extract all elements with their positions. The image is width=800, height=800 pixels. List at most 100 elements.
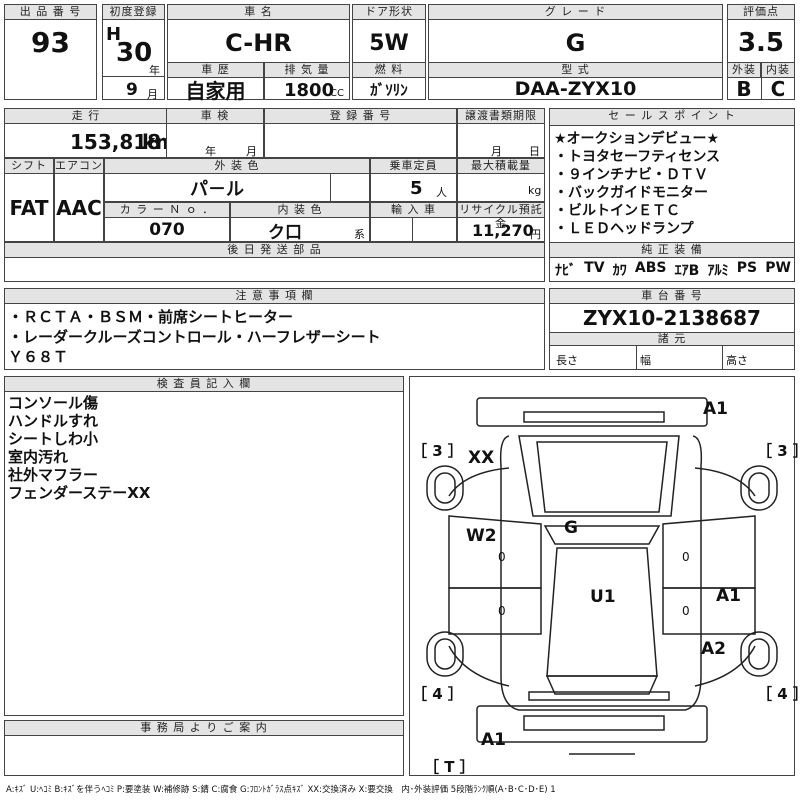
equipment-item: ABS xyxy=(634,260,667,276)
sales-point-item: ・９インチナビ・ＤＴＶ xyxy=(554,167,708,183)
sales-points-list: ★オークションデビュー★ ・トヨタセーフティセンス ・９インチナビ・ＤＴＶ ・バ… xyxy=(554,130,720,238)
roof xyxy=(546,547,658,677)
max-load-unit: kg xyxy=(528,184,542,197)
recycle-value: 11,270 xyxy=(472,221,534,240)
front-bumper xyxy=(476,397,708,427)
color-no-label: カ ラ ー Ｎ ｏ ． xyxy=(104,202,230,218)
inspector-notes: コンソール傷 ハンドルすれ シートしわ小 室内汚れ 社外マフラー フェンダーステ… xyxy=(8,394,150,502)
int-color-unit: 系 xyxy=(354,228,365,241)
ext-color-label: 外 装 色 xyxy=(104,158,370,174)
fuel-label: 燃 料 xyxy=(352,62,426,78)
plate-label: 登 録 番 号 xyxy=(264,108,457,124)
car-name-label: 車 名 xyxy=(167,4,350,20)
fuel-value: ｶﾞｿﾘﾝ xyxy=(370,80,408,99)
door-type: 5W xyxy=(369,30,409,56)
grade-value: G xyxy=(565,29,586,57)
score-ext: B xyxy=(736,77,752,101)
score-int: C xyxy=(770,77,786,101)
chassis-number: ZYX10-2138687 xyxy=(583,306,761,330)
mileage-label: 走 行 xyxy=(4,108,168,124)
first-reg-era: H xyxy=(106,24,122,45)
inspector-line: 社外マフラー xyxy=(8,466,99,484)
spec-length-label: 長さ xyxy=(556,354,578,367)
inspector-panel xyxy=(4,376,404,716)
score-ext-label: 外装 xyxy=(727,62,761,78)
tire-fl: ［ 3 ］ xyxy=(412,442,463,460)
inspector-label: 検 査 員 記 入 欄 xyxy=(4,376,404,392)
displacement-label: 排 気 量 xyxy=(264,62,350,78)
legend-text: A:ｷｽﾞ U:ﾍｺﾐ B:ｷｽﾞを伴うﾍｺﾐ P:要塗装 W:補修跡 S:錆 … xyxy=(6,785,556,795)
mark-xx: XX xyxy=(468,448,495,468)
notes-line: ・ＲＣＴＡ・ＢＳＭ・前席シートヒーター xyxy=(8,308,294,326)
door-label: ドア形状 xyxy=(352,4,426,20)
windshield xyxy=(543,525,661,545)
tire-rl: ［ 4 ］ xyxy=(412,685,463,703)
rear-window xyxy=(545,675,659,695)
model-label: 型 式 xyxy=(428,62,723,78)
displacement-value: 1800 xyxy=(284,80,335,101)
score-value: 3.5 xyxy=(737,28,785,58)
history-label: 車 歴 xyxy=(167,62,264,78)
capacity-unit: 人 xyxy=(436,186,447,199)
first-reg-cell xyxy=(102,4,165,100)
mark-w2: W2 xyxy=(466,526,497,546)
mark-a1-front: A1 xyxy=(703,399,728,419)
car-name: C-HR xyxy=(225,29,292,57)
mark-a1-rear: A1 xyxy=(481,730,506,750)
hood xyxy=(518,435,680,517)
equipment-item: ｱﾙﾐ xyxy=(707,263,729,279)
mark-u1: U1 xyxy=(590,587,616,607)
sales-point-item: ★オークションデビュー★ xyxy=(554,131,720,147)
equipment-item: PW xyxy=(765,260,791,276)
inspection-year-unit: 年 xyxy=(205,145,216,158)
ext-color-value: パ－ル xyxy=(190,179,244,200)
mark-a2: A2 xyxy=(701,639,726,659)
sales-point-item: ・ＬＥＤヘッドランプ xyxy=(554,221,694,237)
door-zero-right-rear: 0 xyxy=(682,604,690,618)
capacity-label: 乗車定員 xyxy=(370,158,457,174)
color-no-value: 070 xyxy=(149,220,185,240)
max-load-label: 最大積載量 xyxy=(457,158,545,174)
aircon-label: エアコン xyxy=(54,158,104,174)
lot-label: 出 品 番 号 xyxy=(4,4,97,20)
history-value: 自家用 xyxy=(185,78,246,103)
equipment-item: ｴｱB xyxy=(674,263,700,279)
equipment-item: ﾅﾋﾞ xyxy=(555,263,576,279)
mileage-value: 153,818 xyxy=(70,130,162,154)
front-left-wheel xyxy=(426,465,464,511)
inspection-label: 車 検 xyxy=(166,108,264,124)
lot-number: 93 xyxy=(31,25,70,59)
first-reg-year: 30 xyxy=(116,38,153,68)
later-parts-label: 後 日 発 送 部 品 xyxy=(4,242,545,258)
tire-spare: ［ T ］ xyxy=(424,758,475,776)
car-diagram xyxy=(426,397,778,755)
transfer-label: 譲渡書類期限 xyxy=(457,108,545,124)
rear-right-wheel xyxy=(740,631,778,677)
transfer-day-unit: 日 xyxy=(529,145,540,158)
inspector-line: ハンドルすれ xyxy=(8,412,99,430)
notes-line: ・レーダークルーズコントロール・ハーフレザーシート xyxy=(8,328,381,346)
rear-left-door xyxy=(448,587,542,635)
inspector-line: フェンダーステーXX xyxy=(8,484,151,502)
rear-left-wheel xyxy=(426,631,464,677)
door-zero-left-front: 0 xyxy=(498,550,506,564)
inspector-line: シートしわ小 xyxy=(8,430,99,448)
shift-value: FAT xyxy=(9,196,49,220)
spec-label: 諸 元 xyxy=(549,332,795,346)
door-zero-left-rear: 0 xyxy=(498,604,506,618)
chassis-label: 車 台 番 号 xyxy=(549,288,795,304)
rear-right-door xyxy=(662,587,756,635)
displacement-unit: CC xyxy=(330,88,344,99)
mark-a1-right: A1 xyxy=(716,586,741,606)
tire-rr: ［ 4 ］ xyxy=(757,685,800,703)
first-reg-label: 初度登録 xyxy=(102,4,165,20)
equipment-item: ｶﾜ xyxy=(612,263,627,279)
import-label: 輸 入 車 xyxy=(370,202,457,218)
shift-label: シフト xyxy=(4,158,54,174)
mark-g: G xyxy=(564,518,578,538)
sales-point-item: ・トヨタセーフティセンス xyxy=(554,149,721,165)
score-label: 評価点 xyxy=(727,4,795,20)
door-zero-right-front: 0 xyxy=(682,550,690,564)
recycle-label: リサイクル預託金 xyxy=(457,202,545,230)
score-int-label: 内装 xyxy=(761,62,795,78)
